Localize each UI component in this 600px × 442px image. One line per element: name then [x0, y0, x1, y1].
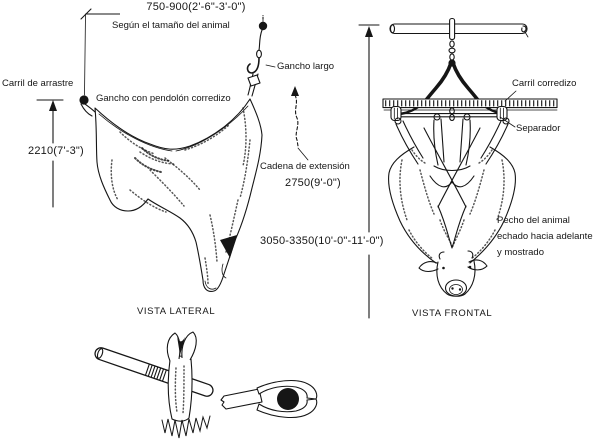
- drag-rail-label: Carril de arrastre: [2, 78, 74, 89]
- side-height-dimension-label: 2210(7'-3"): [26, 145, 86, 159]
- leader-line-spreader: [499, 116, 516, 128]
- chest-note: Pecho del animal echado hacia adelante y…: [497, 215, 593, 259]
- width-dimension-label: 750-900(2'-6"-3'-0"): [120, 1, 272, 15]
- side-view-drawing: [36, 6, 309, 292]
- front-height-dimension: [358, 24, 380, 319]
- long-hook-icon: [246, 17, 268, 97]
- size-note-label: Según el tamaño del animal: [112, 20, 230, 31]
- front-view-drawing: [358, 17, 558, 319]
- extension-chain-icon: [291, 86, 309, 161]
- leg-rod-detail: [94, 331, 214, 439]
- drag-rail-hook-icon: [79, 95, 96, 117]
- side-view-title: VISTA LATERAL: [137, 306, 216, 317]
- chest-note-line2: echado hacia adelante: [497, 230, 593, 242]
- sliding-rail-label: Carril corredizo: [512, 78, 577, 89]
- side-height-dimension: [36, 99, 64, 208]
- front-height-dimension-label: 3050-3350(10'-0"-11'-0"): [258, 235, 386, 249]
- sliding-rail-bar: [382, 98, 558, 111]
- leader-line-rail: [504, 90, 517, 102]
- front-view-title: VISTA FRONTAL: [412, 308, 493, 319]
- spreader-bar: [390, 105, 508, 122]
- sliding-pendant-hook-label: Gancho con pendolón corredizo: [96, 93, 231, 104]
- extension-chain-label: Cadena de extensión: [260, 161, 350, 172]
- chest-note-line3: y mostrado: [497, 246, 544, 258]
- carcass-hide: [94, 98, 263, 292]
- fork-ball-detail: [220, 379, 318, 419]
- spreader-label: Separador: [516, 123, 561, 134]
- overhead-pole: [389, 17, 529, 61]
- chest-note-line1: Pecho del animal: [497, 215, 570, 226]
- long-hook-label: Gancho largo: [277, 61, 335, 72]
- leader-line-long-hook: [265, 64, 276, 68]
- animal-head: [418, 250, 488, 297]
- leader-line-chain: [297, 147, 309, 161]
- extension-chain-dim-label: 2750(9'-0"): [283, 177, 343, 191]
- carcass-front: [388, 113, 516, 297]
